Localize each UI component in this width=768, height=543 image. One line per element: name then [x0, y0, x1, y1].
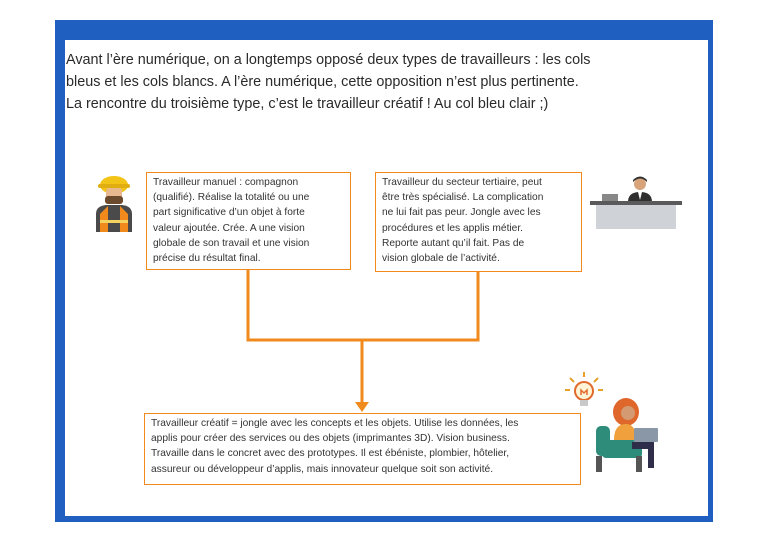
box-line: procédures et les applis métier. — [382, 222, 523, 234]
box-line: Reporte autant qu’il fait. Pas de — [382, 237, 525, 249]
box-line: applis pour créer des services ou des ob… — [151, 433, 510, 445]
intro-text: Avant l’ère numérique, on a longtemps op… — [66, 49, 706, 115]
box-line: Travaille dans le concret avec des proto… — [151, 448, 510, 460]
creative-worker-box: Travailleur créatif = jongle avec les co… — [144, 413, 581, 485]
intro-line: Avant l’ère numérique, on a longtemps op… — [66, 52, 591, 68]
box-line: (qualifié). Réalise la totalité ou une — [153, 192, 310, 204]
box-line: Travailleur manuel : compagnon — [153, 177, 299, 188]
intro-line: La rencontre du troisième type, c’est le… — [66, 96, 549, 112]
lightbulb-icon — [565, 372, 603, 406]
box-line: ne lui fait pas peur. Jongle avec les — [382, 207, 541, 219]
box-line: vision globale de l’activité. — [382, 253, 500, 265]
connector-left — [246, 270, 362, 342]
box-line: assureur ou développeur d’applis, mais i… — [151, 463, 494, 475]
box-line: précise du résultat final. — [153, 253, 261, 265]
construction-worker-icon — [96, 176, 132, 232]
box-line: part significative d’un objet à forte — [153, 207, 305, 219]
box-line: valeur ajoutée. Crée. A une vision — [153, 222, 305, 234]
box-line: Travailleur créatif = jongle avec les co… — [151, 418, 519, 429]
manual-worker-box: Travailleur manuel : compagnon (qualifié… — [146, 172, 351, 270]
box-line: être très spécialisé. La complication — [382, 192, 544, 204]
tertiary-worker-box: Travailleur du secteur tertiaire, peut ê… — [375, 172, 582, 272]
box-line: globale de son travail et une vision — [153, 237, 310, 249]
office-worker-icon — [590, 176, 682, 229]
box-line: Travailleur du secteur tertiaire, peut — [382, 177, 542, 188]
connector-right — [362, 272, 480, 342]
intro-line: bleus et les cols blancs. A l’ère numéri… — [66, 74, 579, 90]
creative-worker-icon — [596, 398, 658, 472]
arrow-head — [355, 402, 369, 412]
